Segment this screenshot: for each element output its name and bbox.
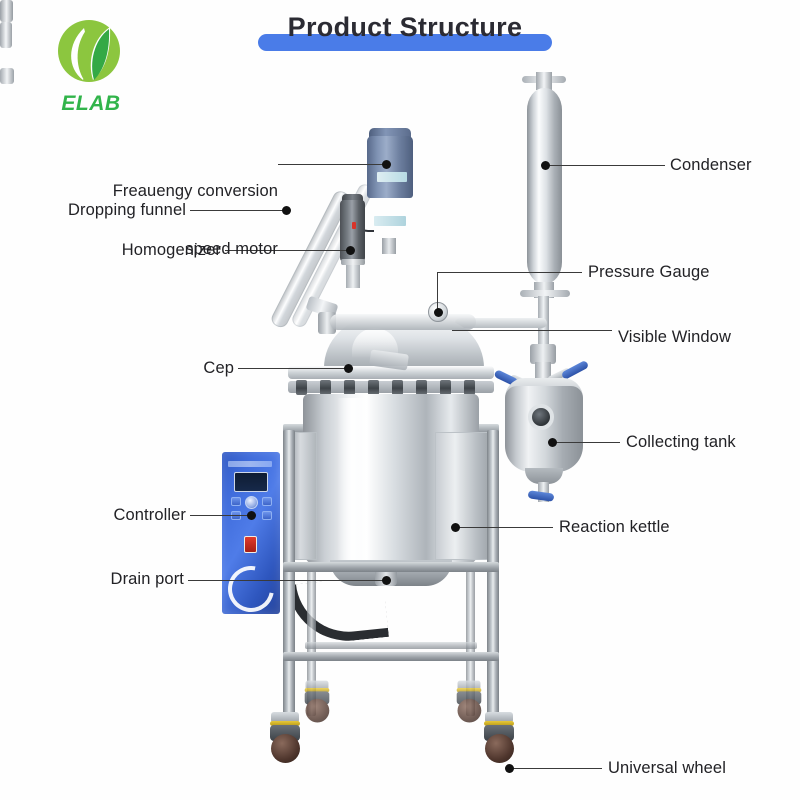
label-controller: Controller xyxy=(113,506,186,524)
universal-wheel-front-right xyxy=(482,712,516,764)
label-drain-port: Drain port xyxy=(110,570,184,588)
stand-rail-back xyxy=(305,642,477,649)
kettle-jacket-right xyxy=(435,432,491,560)
lid-port-1 xyxy=(0,0,13,22)
flange-bolt xyxy=(392,380,403,395)
leader-pressure-gauge-horiz xyxy=(438,272,582,273)
dot-cep xyxy=(343,363,353,373)
dot-universal-wheel xyxy=(504,763,514,773)
kettle-highlight xyxy=(337,398,371,562)
dot-controller xyxy=(246,510,256,520)
leader-reaction-kettle xyxy=(455,527,553,528)
condenser-column xyxy=(527,88,562,284)
stand-rail-upper xyxy=(283,562,499,572)
page-title-text: Product Structure xyxy=(287,12,523,42)
flange-bolt xyxy=(440,380,451,395)
controller-display xyxy=(234,472,268,492)
lid-clamp-ring xyxy=(330,314,476,330)
vapor-crossover-pipe xyxy=(455,318,547,328)
universal-wheel-front-left xyxy=(268,712,302,764)
dot-frequency-motor xyxy=(381,159,391,169)
flange-bolt xyxy=(368,380,379,395)
universal-wheel-back-left xyxy=(303,680,331,724)
dot-condenser xyxy=(540,160,550,170)
label-pressure-gauge: Pressure Gauge xyxy=(588,263,710,281)
label-universal-wheel: Universal wheel xyxy=(608,759,726,777)
label-condenser: Condenser xyxy=(670,156,752,174)
universal-wheel-back-right xyxy=(455,680,483,724)
title-underline-bar xyxy=(258,34,552,51)
leader-universal-wheel xyxy=(509,768,602,769)
dot-collecting-tank xyxy=(547,437,557,447)
lid-port-3 xyxy=(0,48,11,68)
kettle-flange-upper xyxy=(288,366,494,379)
label-cep: Cep xyxy=(203,359,234,377)
condenser-valve xyxy=(530,344,556,364)
dot-homogenizer xyxy=(345,245,355,255)
stand-leg-front-left xyxy=(283,430,295,720)
stand-leg-back-left xyxy=(307,566,316,716)
leader-frequency-motor xyxy=(278,164,386,165)
leader-condenser xyxy=(545,165,665,166)
leader-cep xyxy=(238,368,348,369)
stand-rail-lower xyxy=(283,652,499,661)
homogenizer-shaft xyxy=(346,262,360,288)
label-frequency-motor-line2: speed motor xyxy=(185,240,278,259)
label-dropping-funnel: Dropping funnel xyxy=(68,201,186,219)
page-title: Product Structure xyxy=(250,8,560,58)
motor-output-shaft xyxy=(382,238,396,254)
label-visible-window: Visible Window xyxy=(618,328,731,346)
controller-button-1[interactable] xyxy=(231,497,241,506)
stand-leg-back-right xyxy=(466,566,475,716)
leader-dropping-funnel xyxy=(190,210,286,211)
motor-nameplate xyxy=(377,172,407,182)
collecting-tank-bottom xyxy=(525,468,563,484)
flange-bolt xyxy=(320,380,331,395)
dot-drain-port xyxy=(381,575,391,585)
controller-button-4[interactable] xyxy=(262,511,272,520)
leaf-circle-icon xyxy=(58,20,120,82)
logo-brand-text: ELAB xyxy=(61,92,121,115)
condenser-top-fitting xyxy=(536,72,552,90)
flange-bolt xyxy=(464,380,475,395)
valve-handle-bottom xyxy=(527,490,555,502)
controller-power-switch[interactable] xyxy=(244,536,257,553)
agitator-shaft xyxy=(385,252,393,322)
stand-leg-front-right xyxy=(487,430,499,720)
controller-knob[interactable] xyxy=(245,496,258,509)
label-reaction-kettle: Reaction kettle xyxy=(559,518,670,536)
homogenizer-flange xyxy=(341,259,365,265)
leader-collecting-tank xyxy=(552,442,620,443)
label-collecting-tank: Collecting tank xyxy=(626,433,736,451)
controller-button-2[interactable] xyxy=(262,497,272,506)
leader-controller xyxy=(190,515,251,516)
controller-brand-strip xyxy=(228,461,272,467)
condenser-bottom-clamp xyxy=(520,290,570,297)
label-frequency-motor-line1: Freauengy conversion xyxy=(112,181,278,200)
elab-logo: ELAB xyxy=(45,18,137,120)
lid-port-4 xyxy=(0,68,14,84)
label-homogenizer: Homogenizer xyxy=(121,241,221,259)
gearbox-nameplate xyxy=(374,216,406,226)
homogenizer-cap xyxy=(342,194,363,202)
valve-handle-right xyxy=(560,359,590,381)
dot-pressure-gauge xyxy=(433,307,443,317)
leader-homogenizer xyxy=(225,250,350,251)
flange-bolt xyxy=(344,380,355,395)
leader-drain-port xyxy=(188,580,386,581)
dot-reaction-kettle xyxy=(450,522,460,532)
flange-bolt xyxy=(296,380,307,395)
lid-port-2 xyxy=(0,22,12,48)
dot-dropping-funnel xyxy=(281,205,291,215)
flange-bolt xyxy=(416,380,427,395)
drain-hose xyxy=(287,575,389,647)
pressure-gauge-stem xyxy=(435,320,441,334)
homogenizer-indicator-light xyxy=(352,222,356,229)
label-frequency-motor: Freauengy conversion speed motor xyxy=(40,143,278,299)
leader-visible-window xyxy=(452,330,612,331)
collecting-tank-sight-glass xyxy=(528,404,554,430)
